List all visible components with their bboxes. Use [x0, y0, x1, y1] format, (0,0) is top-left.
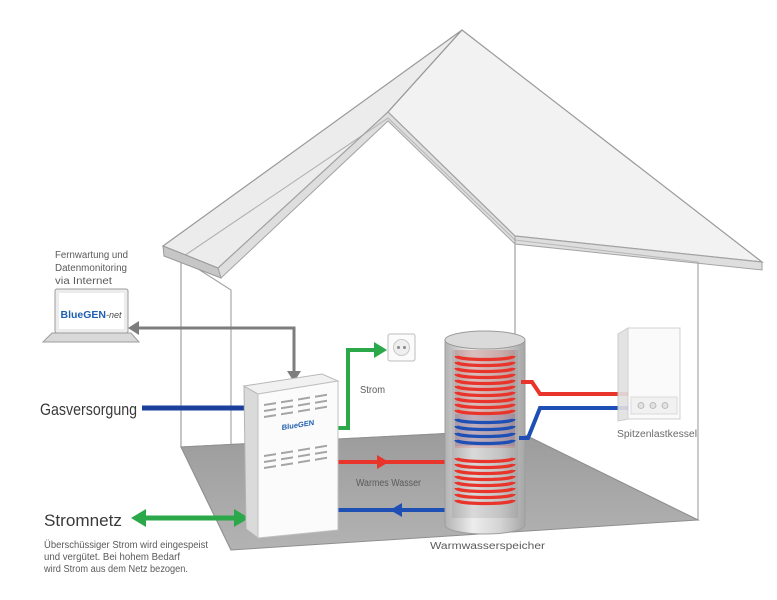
vent-slot [281, 456, 293, 461]
gas-supply: Gasversorgung [40, 400, 250, 419]
power-grid-label: Stromnetz [44, 511, 122, 530]
laptop-screen [59, 293, 124, 329]
vent-slot [315, 405, 327, 410]
roof-right-plane [387, 29, 765, 263]
arrowhead-right-icon [234, 509, 249, 527]
vent-slot [264, 459, 276, 464]
boiler-knob-icon [661, 402, 669, 409]
caption-line: Fernwartung und [55, 250, 128, 261]
data-link-line [137, 326, 296, 373]
coil-turn-hot [454, 385, 516, 392]
coil-turn-hot [454, 457, 516, 464]
vent-slot [315, 456, 327, 461]
logo-suffix: -net [106, 310, 122, 320]
tank-top [444, 330, 526, 350]
boiler-return-pipe [519, 406, 628, 440]
data-link-arrow [128, 321, 301, 382]
coil-turn-hot [454, 397, 516, 404]
coil-turn-hot [454, 355, 516, 362]
vent-slot [264, 414, 276, 419]
coil-turn-hot [454, 379, 516, 386]
coil-turn-hot [454, 391, 516, 398]
vent-slot [315, 393, 327, 398]
laptop-icon: BlueGEN-net [41, 288, 141, 343]
vent-slot [264, 402, 276, 407]
coil-turn-hot [454, 367, 516, 374]
arrowhead-right-icon [377, 455, 389, 469]
boiler-knob-icon [637, 402, 645, 409]
hot-water-label: Warmes Wasser [356, 478, 422, 489]
vent-slot [281, 405, 293, 410]
electricity-output: Strom [338, 333, 416, 430]
boiler-side-face [617, 327, 629, 422]
coil-turn-hot [454, 463, 516, 470]
coil-turn-cold [454, 425, 516, 432]
coil-turn-hot [454, 403, 516, 410]
vent-slot [264, 453, 276, 458]
coil-turn-hot [454, 409, 516, 416]
laptop-base [41, 332, 141, 343]
arrowhead-right-icon [374, 342, 387, 358]
vent-slot [298, 447, 310, 452]
vent-slot [315, 450, 327, 455]
vent-slot [264, 465, 276, 470]
unit-front-face [257, 380, 339, 539]
remote-monitoring-caption: Fernwartung und Datenmonitoring via Inte… [55, 250, 128, 287]
coil-turn-hot [454, 499, 516, 506]
arrowhead-left-icon [390, 503, 402, 517]
storage-tank-label: Warmwasserspeicher [430, 541, 546, 552]
vent-slot [264, 408, 276, 413]
arrowhead-left-icon [131, 509, 146, 527]
water-circuit: Warmes Wasser [338, 455, 446, 517]
arrowhead-left-icon [128, 321, 139, 335]
boiler-knob-icon [649, 402, 657, 409]
coil-turn-hot [454, 475, 516, 482]
grid-note-line: Überschüssiger Strom wird eingespeist [44, 539, 208, 551]
boiler-flow-pipe [521, 380, 628, 396]
electricity-label: Strom [360, 385, 385, 396]
coil-turn-hot [454, 361, 516, 368]
power-line [338, 348, 376, 430]
coil-turn-hot [454, 469, 516, 476]
coil-turn-hot [454, 487, 516, 494]
coil-turn-hot [454, 481, 516, 488]
caption-line: Datenmonitoring [55, 263, 127, 274]
grid-note-line: und vergütet. Bei hohem Bedarf [44, 552, 180, 563]
peak-load-boiler: Spitzenlastkessel [617, 327, 697, 440]
vent-slot [298, 408, 310, 413]
roof-right-eave [514, 235, 763, 271]
unit-side-face [243, 385, 259, 539]
vent-slot [315, 399, 327, 404]
grid-note-line: wird Strom aus dem Netz bezogen. [43, 564, 188, 575]
bluegen-net-logo: BlueGEN-net [60, 309, 122, 321]
coil-turn-hot [454, 493, 516, 500]
vent-slot [298, 396, 310, 401]
vent-slot [281, 411, 293, 416]
vent-slot [281, 462, 293, 467]
peak-boiler-label: Spitzenlastkessel [617, 429, 697, 440]
vent-slot [298, 453, 310, 458]
caption-line: via Internet [55, 276, 112, 287]
vent-slot [298, 402, 310, 407]
vent-slot [315, 444, 327, 449]
vent-slot [298, 459, 310, 464]
boiler-pipes [519, 380, 628, 440]
power-socket-icon [387, 333, 416, 362]
gas-supply-label: Gasversorgung [40, 400, 137, 419]
hot-water-storage-tank: Warmwasserspeicher [430, 330, 546, 552]
lower-vent-grille [264, 444, 327, 470]
arrowhead-down-icon [287, 371, 301, 382]
vent-slot [281, 450, 293, 455]
coil-turn-cold [454, 439, 516, 446]
coil-turn-hot [454, 373, 516, 380]
bluegen-unit: BlueGEN [242, 373, 340, 539]
coil-turn-cold [454, 432, 516, 439]
vent-slot [281, 399, 293, 404]
power-grid: Stromnetz Überschüssiger Strom wird eing… [43, 509, 249, 575]
coil-turn-cold [454, 418, 516, 425]
heat-exchanger-coils [454, 355, 516, 506]
upper-vent-grille [264, 393, 327, 419]
logo-brand: BlueGEN [60, 309, 106, 321]
